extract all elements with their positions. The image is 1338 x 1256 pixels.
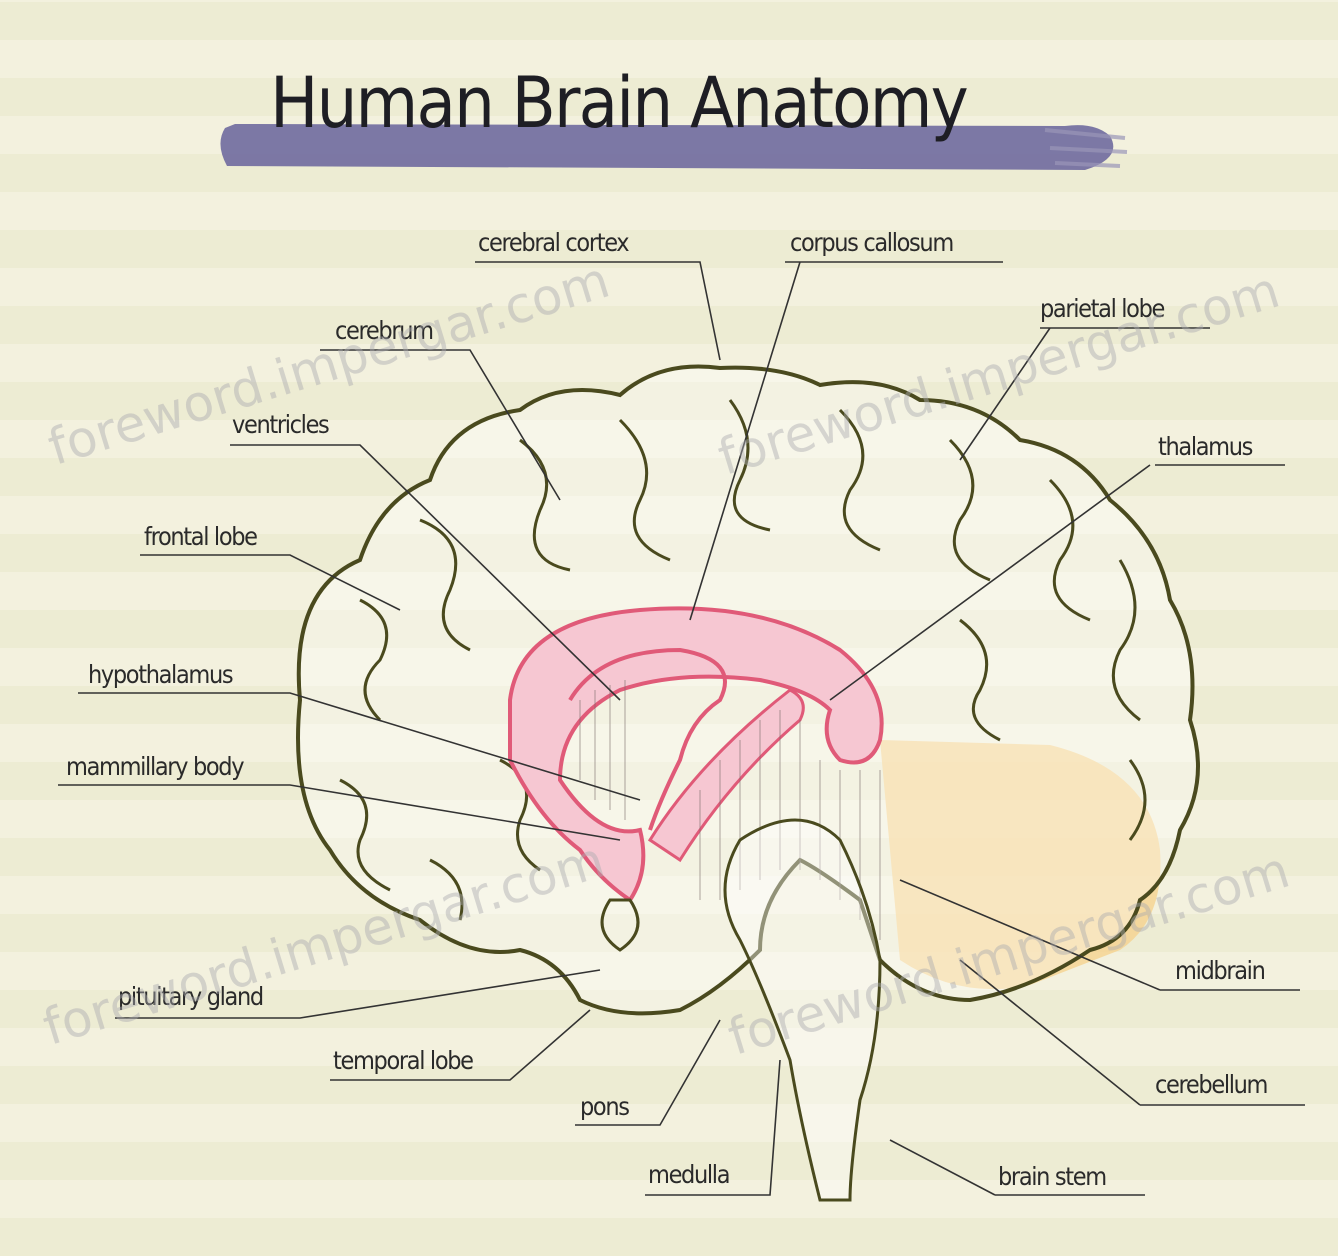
label-midbrain: midbrain — [1175, 956, 1264, 985]
label-pons: pons — [580, 1092, 629, 1121]
label-cerebellum: cerebellum — [1155, 1070, 1267, 1099]
label-ventricles: ventricles — [232, 410, 328, 439]
label-hypothalamus: hypothalamus — [88, 660, 232, 689]
label-parietal-lobe: parietal lobe — [1040, 294, 1164, 323]
label-medulla: medulla — [648, 1160, 729, 1189]
label-cerebral-cortex: cerebral cortex — [478, 228, 628, 257]
label-temporal-lobe: temporal lobe — [333, 1046, 473, 1075]
label-brain-stem: brain stem — [998, 1162, 1106, 1191]
brain-stem — [725, 820, 880, 1200]
label-frontal-lobe: frontal lobe — [144, 522, 257, 551]
label-corpus-callosum: corpus callosum — [790, 228, 953, 257]
label-cerebrum: cerebrum — [335, 316, 433, 345]
label-mammillary-body: mammillary body — [66, 752, 243, 781]
label-thalamus: thalamus — [1158, 432, 1252, 461]
label-pituitary-gland: pituitary gland — [118, 982, 263, 1011]
